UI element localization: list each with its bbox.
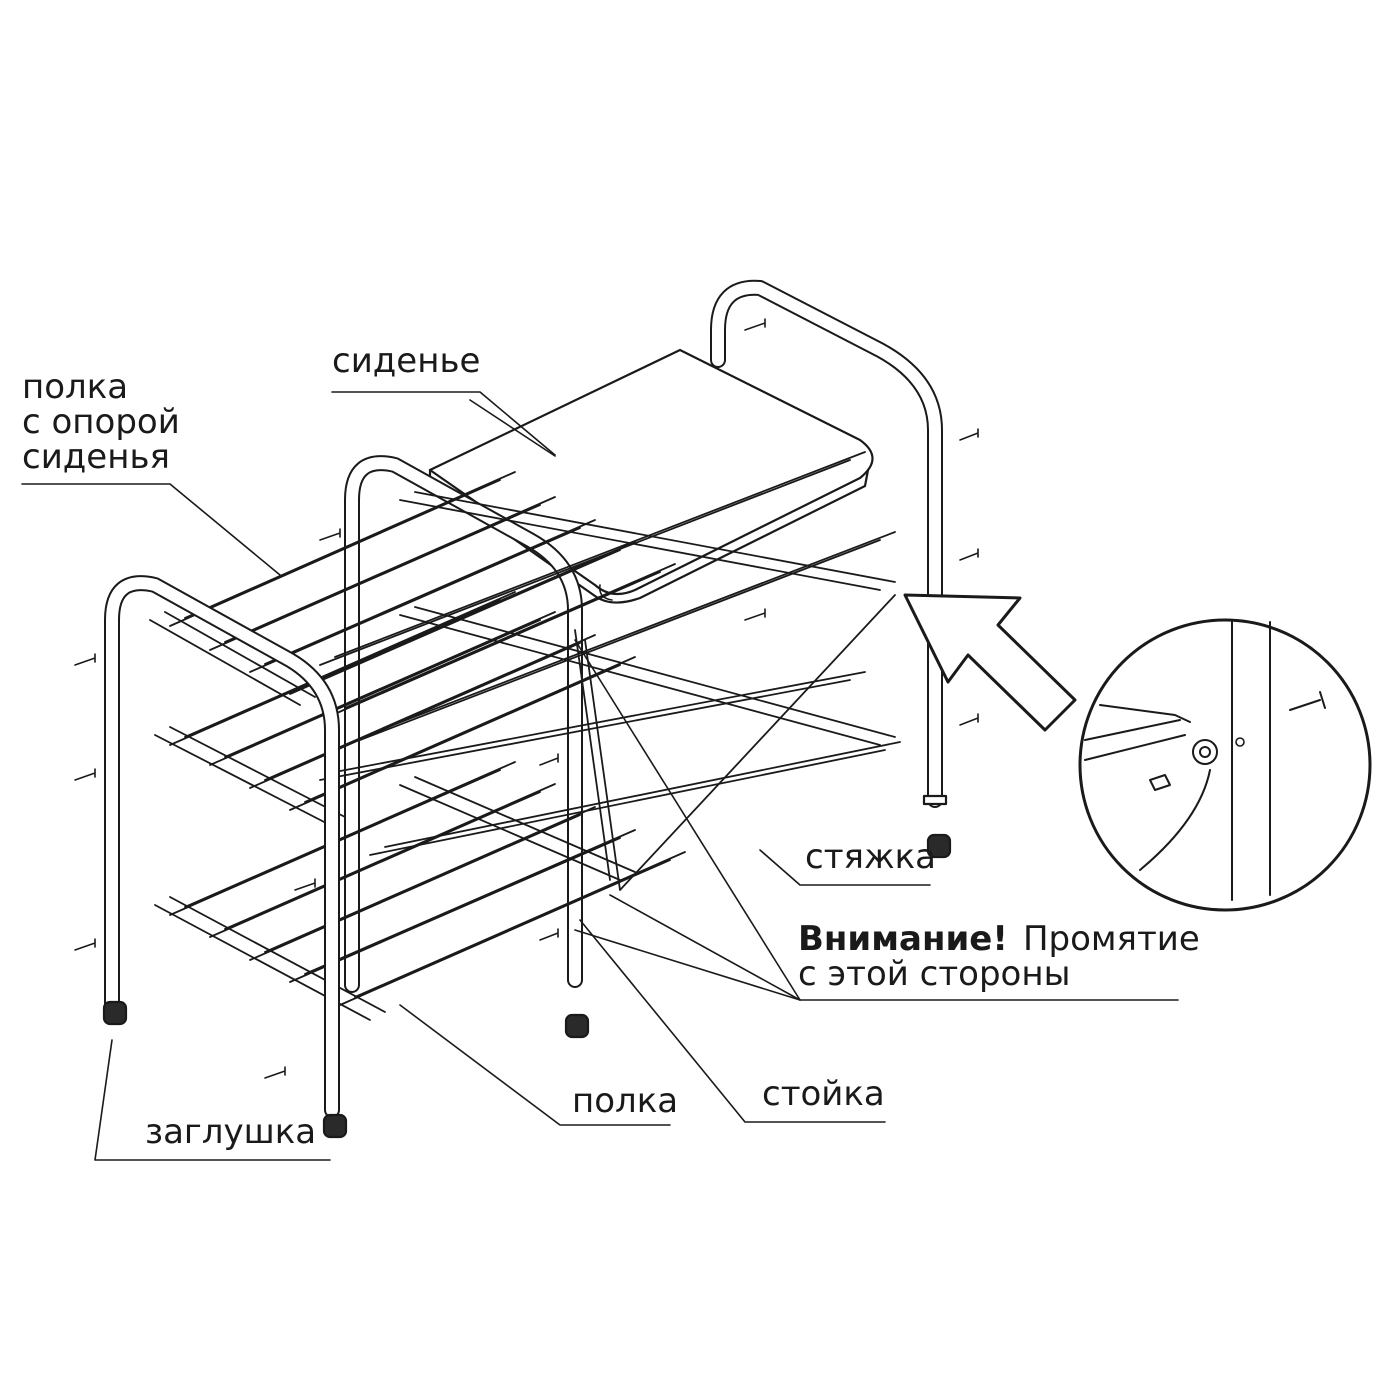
- label-tie-rod: стяжка: [805, 837, 936, 877]
- back-right-frame: [710, 279, 948, 808]
- label-plug: заглушка: [145, 1112, 316, 1152]
- label-attention-line1: Внимание! Промятие: [798, 919, 1200, 959]
- bolts: [74, 318, 979, 1079]
- label-attention-line2: с этой стороны: [798, 954, 1070, 994]
- leader-lines: [21, 391, 1179, 1161]
- detail-magnifier: [1078, 618, 1372, 912]
- label-shelf-support-line1: полка: [22, 367, 128, 407]
- label-attention-bold: Внимание!: [798, 919, 1008, 959]
- label-attention-rest: Промятие: [1023, 919, 1200, 959]
- label-shelf-support-line3: сиденья: [22, 437, 170, 477]
- label-shelf-support-line2: с опорой: [22, 402, 180, 442]
- shelf-bottom: [154, 761, 686, 1021]
- plugs: [102, 833, 952, 1139]
- seat-cushion: [428, 348, 874, 604]
- middle-frame: [344, 455, 583, 993]
- label-shelf: полка: [572, 1081, 678, 1121]
- label-seat: сиденье: [332, 341, 480, 381]
- tie-rod: [574, 594, 896, 891]
- attention-arrow-icon: [903, 593, 1077, 732]
- shelf-top: [149, 451, 896, 741]
- label-post: стойка: [762, 1074, 885, 1114]
- front-left-frame: [104, 575, 340, 1118]
- shelf-middle: [154, 591, 901, 856]
